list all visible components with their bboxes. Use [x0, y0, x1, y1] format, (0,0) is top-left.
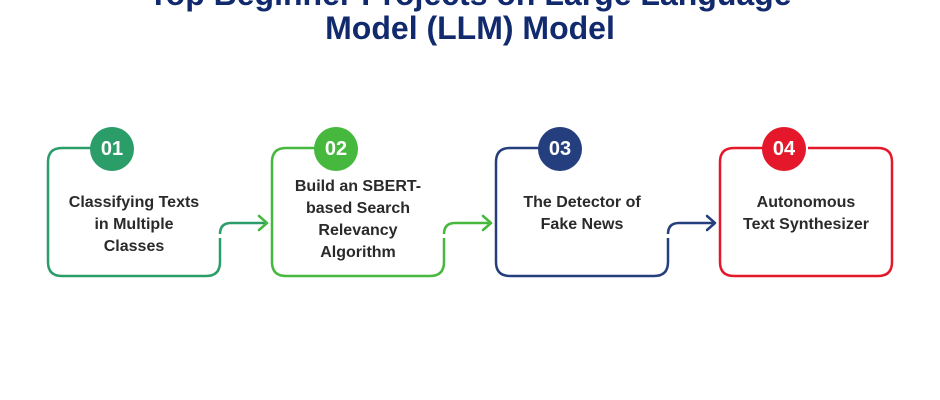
arrow-head-icon — [705, 214, 717, 232]
step-4-label: Autonomous Text Synthesizer — [743, 194, 869, 233]
step-4-box — [718, 146, 894, 278]
arrow-head-icon — [257, 214, 269, 232]
step-2-number-badge: 02 — [314, 127, 358, 171]
step-1-number-badge: 01 — [90, 127, 134, 171]
step-3-number-badge: 03 — [538, 127, 582, 171]
step-1-label: Classifying Texts in Multiple Classes — [68, 194, 200, 255]
step-2-box — [270, 146, 446, 278]
page-title-line-1: Top Beginner Projects on Large Language — [0, 0, 940, 13]
step-3-label: The Detector of Fake News — [523, 194, 641, 233]
connector-3-4 — [666, 221, 713, 235]
step-3-box — [494, 146, 670, 278]
step-1-box — [46, 146, 222, 278]
step-4-number-badge: 04 — [762, 127, 806, 171]
connector-2-3 — [442, 221, 489, 235]
step-2-label: Build an SBERT- based Search Relevancy A… — [294, 178, 422, 261]
arrow-head-icon — [481, 214, 493, 232]
page-title-line-2: Model (LLM) Model — [325, 10, 615, 46]
connector-1-2 — [218, 221, 265, 235]
